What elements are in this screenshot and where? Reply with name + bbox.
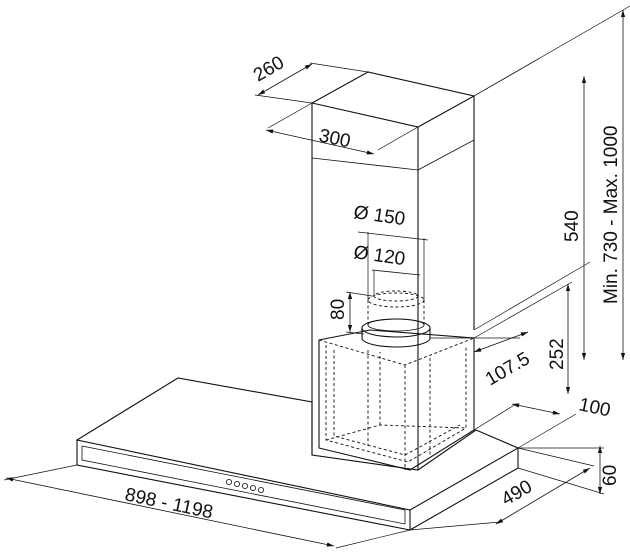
dim-label-540: 540	[562, 210, 583, 242]
control-button	[241, 482, 248, 489]
dim-wall-offset: 100	[473, 394, 612, 431]
chimney	[310, 71, 476, 470]
dim-outlet-offset: 107.5	[430, 331, 534, 390]
dim-chimney-height: 540	[473, 57, 591, 360]
control-button	[233, 480, 240, 487]
dim-body-height: 252	[473, 281, 577, 449]
dim-label-d120: Ø 120	[352, 242, 406, 270]
dim-hood-depth: 490	[409, 447, 595, 531]
dim-outlet-inner: Ø 120	[352, 242, 421, 296]
dim-label-width: 898 - 1198	[123, 484, 215, 523]
dim-label-107-5: 107.5	[482, 348, 534, 390]
motor-housing	[318, 329, 475, 471]
dim-collar-height: 80	[328, 291, 373, 335]
dim-label-60: 60	[600, 465, 621, 486]
dim-chimney-width: 300	[265, 102, 419, 155]
dim-label-100: 100	[577, 394, 612, 421]
dim-chimney-depth: 260	[250, 52, 369, 104]
dim-label-490: 490	[498, 476, 536, 510]
dim-total-height: Min. 730 - Max. 1000	[473, 5, 630, 360]
control-button	[249, 484, 256, 491]
control-panel	[225, 478, 264, 493]
control-button	[225, 478, 232, 485]
dim-label-d150: Ø 150	[352, 202, 406, 230]
dim-canopy-thickness: 60	[517, 446, 621, 495]
dim-hood-width: 898 - 1198	[3, 464, 411, 549]
outlet-collar	[361, 290, 431, 348]
control-button	[257, 486, 264, 493]
dim-label-80: 80	[328, 299, 349, 320]
dim-label-252: 252	[547, 338, 568, 370]
dim-label-total: Min. 730 - Max. 1000	[601, 126, 622, 304]
dim-label-300: 300	[317, 125, 352, 152]
